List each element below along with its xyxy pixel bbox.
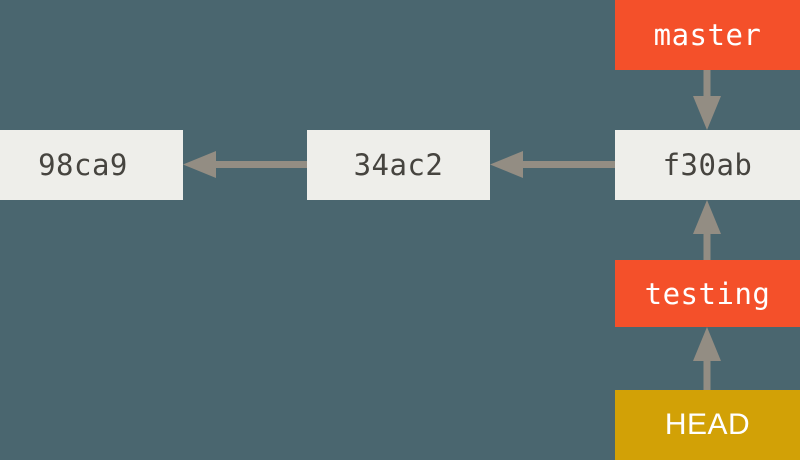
commit-label: 34ac2 bbox=[353, 148, 444, 182]
branch-label-testing[interactable]: testing bbox=[615, 260, 800, 327]
commit-node-f30ab[interactable]: f30ab bbox=[615, 130, 800, 200]
arrow-head-to-testing bbox=[693, 327, 721, 390]
arrow-f30ab-to-34ac2 bbox=[490, 151, 615, 178]
head-name: HEAD bbox=[664, 408, 751, 441]
commit-label: f30ab bbox=[662, 148, 753, 182]
arrow-master-to-f30ab bbox=[693, 70, 721, 130]
commit-label: 98ca9 bbox=[38, 148, 128, 182]
branch-label-master[interactable]: master bbox=[615, 0, 800, 70]
commit-node-98ca9[interactable]: 98ca9 bbox=[0, 130, 183, 200]
arrow-testing-to-f30ab bbox=[693, 200, 721, 260]
branch-name: testing bbox=[644, 276, 771, 311]
commit-node-34ac2[interactable]: 34ac2 bbox=[307, 130, 490, 200]
branch-name: master bbox=[653, 18, 762, 52]
arrow-34ac2-to-98ca9 bbox=[183, 151, 307, 178]
head-pointer-label[interactable]: HEAD bbox=[615, 390, 800, 460]
